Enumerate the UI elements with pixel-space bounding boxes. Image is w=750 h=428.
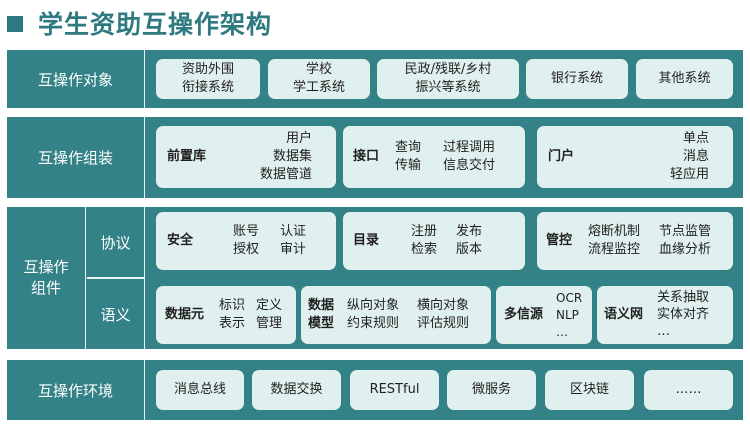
semantic-box-data-model: 数据 模型 纵向对象 约束规则 横向对象 评估规则 [301,286,491,344]
object-box-aid-external: 资助外围 衔接系统 [156,59,260,99]
env-box-microservice: 微服务 [447,370,536,410]
object-box-civil-affairs: 民政/残联/乡村 振兴等系统 [377,59,519,99]
box-name: 接口 [353,149,380,164]
object-box-bank: 银行系统 [526,59,628,99]
semantic-box-semantic-web: 语义网 关系抽取 实体对齐 … [597,286,733,344]
assembly-box-interface: 接口 查询 传输 过程调用 信息交付 [343,126,525,188]
semantic-box-data-element: 数据元 标识 表示 定义 管理 [156,286,296,344]
header-divider [87,277,145,279]
box-name: 模型 [308,316,335,331]
protocol-header: 协议 [87,207,145,277]
env-box-more: …… [644,370,733,410]
semantic-header: 语义 [87,279,145,349]
title-square-icon [7,16,23,32]
object-box-other: 其他系统 [636,59,733,99]
components-header: 互操作 组件 [7,207,86,349]
env-box-restful: RESTful [350,370,439,410]
assembly-box-portal: 门户 单点 消息 轻应用 [537,126,733,188]
objects-header: 互操作对象 [7,50,145,108]
box-name: 管控 [546,233,573,248]
semantic-box-multi-source: 多信源 OCR NLP … [496,286,592,344]
box-name: 前置库 [167,149,207,164]
protocol-box-control: 管控 熔断机制 流程监控 节点监管 血缘分析 [537,212,733,270]
box-name: 多信源 [504,307,544,322]
box-name: 语义网 [604,307,644,322]
box-name: 门户 [548,149,575,164]
box-name: 数据元 [165,307,205,322]
env-box-blockchain: 区块链 [545,370,634,410]
env-box-message-bus: 消息总线 [156,370,244,410]
page-title: 学生资助互操作架构 [38,10,273,39]
env-box-data-exchange: 数据交换 [252,370,341,410]
box-name: 数据 [308,298,335,313]
protocol-box-security: 安全 账号 授权 认证 审计 [156,212,336,270]
box-name: 安全 [167,233,194,248]
object-box-school: 学校 学工系统 [268,59,370,99]
environment-header: 互操作环境 [7,360,145,420]
protocol-box-catalog: 目录 注册 检索 发布 版本 [343,212,525,270]
box-name: 目录 [353,233,380,248]
assembly-box-preposition-db: 前置库 用户 数据集 数据管道 [156,126,336,188]
assembly-header: 互操作组装 [7,117,145,198]
